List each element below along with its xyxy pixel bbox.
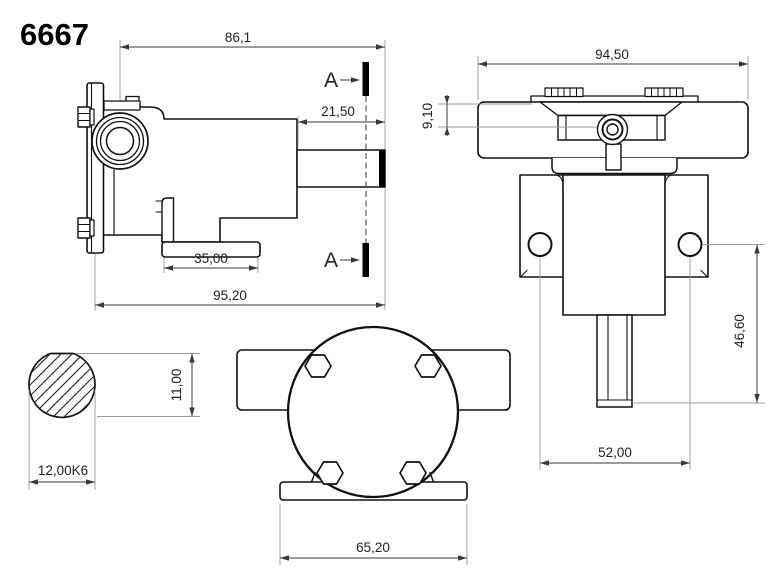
cover-bolt-2 [414, 354, 442, 378]
part-number: 6667 [20, 17, 89, 52]
shaft-end-face [379, 150, 385, 187]
rear-view-part [438, 87, 749, 408]
front-view-part [236, 325, 511, 501]
dim-shaft-drop: 46,60 [634, 244, 765, 404]
svg-text:52,00: 52,00 [598, 445, 632, 460]
cover-bolts-right [644, 87, 684, 98]
svg-text:94,50: 94,50 [595, 47, 629, 62]
side-view-part [77, 82, 386, 258]
section-label-bottom: A [324, 249, 338, 272]
svg-text:12,00K6: 12,00K6 [38, 463, 88, 478]
flange-bolt-top [77, 106, 95, 128]
section-label-top: A [324, 69, 338, 92]
section-line-aa: A A [324, 62, 369, 277]
dim-shaft-diameter: 12,00K6 [28, 390, 96, 490]
rear-view: 94,50 9,10 46,60 52,00 [420, 47, 765, 470]
cover-bolts-left [544, 87, 584, 98]
dim-foot-width: 65,20 [279, 504, 468, 565]
dim-foot-length: 35,00 [163, 251, 259, 273]
dim-overall-width: 94,50 [477, 47, 749, 100]
svg-text:46,60: 46,60 [732, 314, 747, 348]
dim-overall-length: 95,20 [94, 254, 385, 311]
side-view: A A 86,1 21,50 35,00 [77, 30, 386, 311]
svg-text:35,00: 35,00 [194, 251, 228, 266]
dim-cam-offset: 9,10 [420, 95, 532, 136]
dim-shaft-length: 21,50 [297, 104, 385, 147]
pump-cover [286, 325, 460, 499]
port-boss [91, 112, 149, 170]
mount-hole-right [677, 232, 703, 257]
svg-text:21,50: 21,50 [321, 104, 355, 119]
section-bar-bottom [362, 243, 369, 277]
dim-flat-height: 11,00 [76, 353, 200, 417]
svg-text:9,10: 9,10 [420, 103, 435, 129]
svg-text:11,00: 11,00 [169, 369, 184, 402]
front-view: 65,20 [236, 325, 511, 565]
section-bar-top [362, 62, 369, 96]
svg-text:95,20: 95,20 [213, 288, 247, 303]
cover-bolt-1 [304, 354, 332, 378]
svg-text:65,20: 65,20 [356, 540, 390, 555]
dim-hole-spacing: 52,00 [539, 257, 691, 470]
flange-bolt-bottom [77, 217, 95, 239]
cover-bolt-3 [316, 461, 344, 485]
dim-body-length: 86,1 [120, 30, 385, 50]
cover-bolt-4 [399, 461, 427, 485]
mount-hole-left [527, 232, 553, 257]
svg-text:86,1: 86,1 [225, 30, 251, 45]
